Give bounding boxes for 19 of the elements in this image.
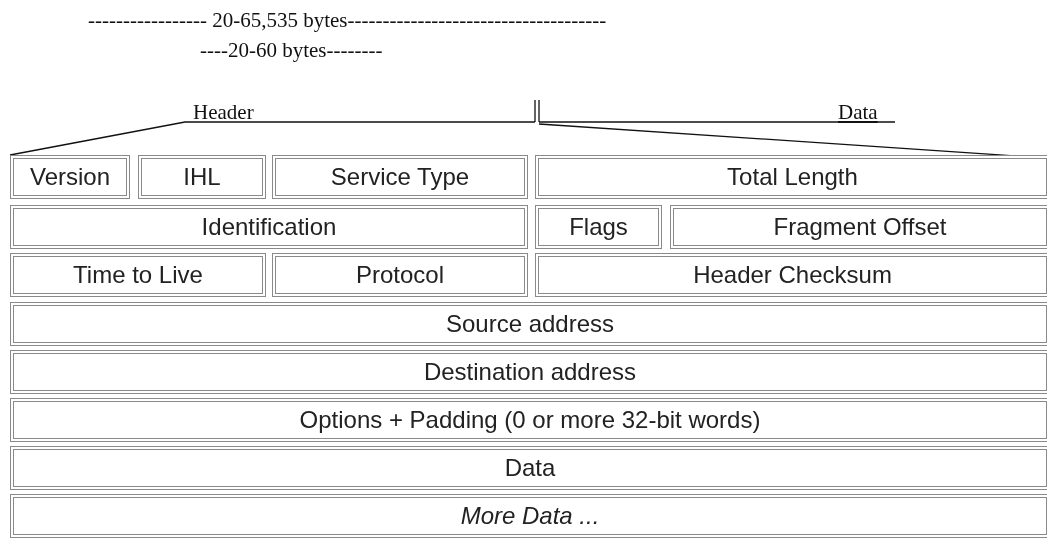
header-field-cell: Version bbox=[10, 155, 130, 199]
data-label: Data bbox=[838, 100, 878, 125]
header-field-cell: Destination address bbox=[10, 350, 1047, 394]
header-field-cell: Flags bbox=[535, 205, 662, 249]
header-field-cell: Identification bbox=[10, 205, 528, 249]
header-field-cell: Fragment Offset bbox=[670, 205, 1047, 249]
header-field-cell: Protocol bbox=[272, 253, 528, 297]
header-field-cell: Options + Padding (0 or more 32-bit words) bbox=[10, 398, 1047, 442]
header-field-cell: IHL bbox=[138, 155, 266, 199]
header-field-cell: Time to Live bbox=[10, 253, 266, 297]
dimension-text: ----------------- 20-65,535 bytes------------------------------------- bbox=[88, 8, 607, 33]
header-field-cell: Header Checksum bbox=[535, 253, 1047, 297]
header-field-cell: Data bbox=[10, 446, 1047, 490]
header-field-cell: More Data ... bbox=[10, 494, 1047, 538]
header-field-cell: Source address bbox=[10, 302, 1047, 346]
header-field-cell: Total Length bbox=[535, 155, 1047, 199]
dimension-text: ----20-60 bytes-------- bbox=[200, 38, 383, 63]
header-field-cell: Service Type bbox=[272, 155, 528, 199]
header-label: Header bbox=[193, 100, 254, 125]
